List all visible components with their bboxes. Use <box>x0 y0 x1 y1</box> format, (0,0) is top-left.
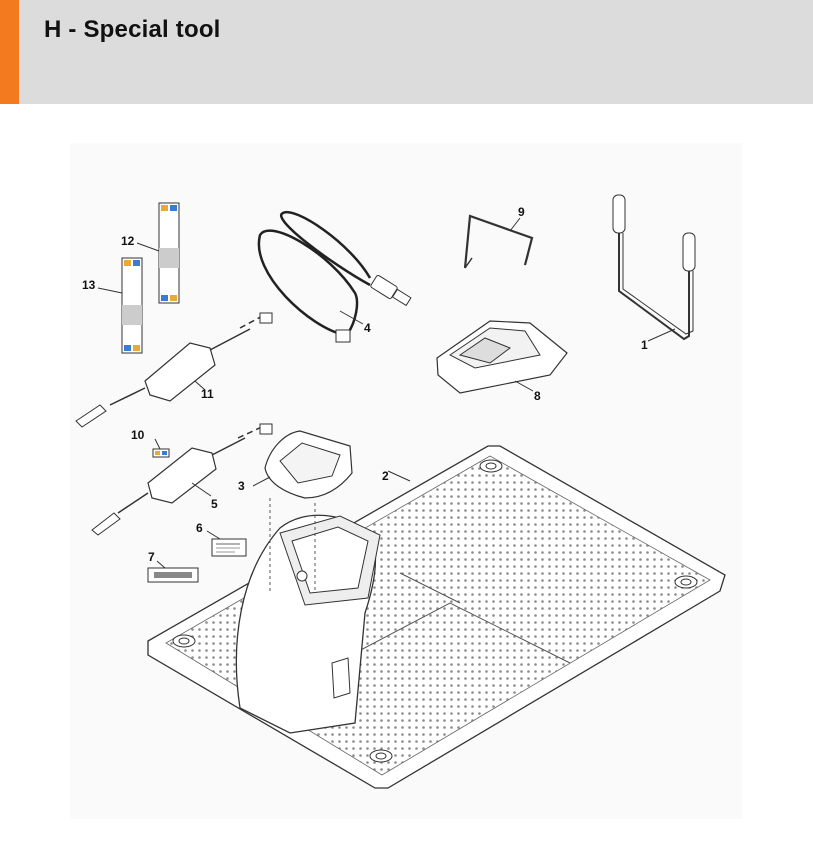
accent-bar <box>0 0 19 104</box>
label-7 <box>147 567 199 583</box>
callout-10: 10 <box>131 428 145 442</box>
warning-label-12 <box>158 202 180 304</box>
callout-3: 3 <box>238 479 245 493</box>
usb-cable <box>257 210 412 343</box>
callout-11: 11 <box>201 387 214 401</box>
callout-8: 8 <box>534 389 541 403</box>
callout-9: 9 <box>518 205 525 219</box>
parts-diagram: 1 2 3 4 5 6 7 8 9 10 11 12 13 <box>70 143 742 819</box>
bracket-part <box>463 214 534 269</box>
page-title: H - Special tool <box>44 16 221 43</box>
callout-2: 2 <box>382 469 389 483</box>
charging-station-housing <box>235 514 381 734</box>
base-plate <box>147 445 726 789</box>
handle-tool <box>612 194 696 341</box>
leader-lines <box>97 217 676 569</box>
warning-label-13 <box>121 257 143 354</box>
power-supply-upper <box>75 312 273 428</box>
callout-1: 1 <box>641 338 648 352</box>
callout-13: 13 <box>82 278 96 292</box>
parts-diagram-svg: 1 2 3 4 5 6 7 8 9 10 11 12 13 <box>75 194 726 789</box>
rating-plate-6 <box>211 538 247 557</box>
callout-4: 4 <box>364 321 371 335</box>
page-header: H - Special tool <box>0 0 813 104</box>
cover-part <box>264 430 353 593</box>
power-supply-lower <box>91 423 273 536</box>
warning-label-10 <box>152 448 170 458</box>
callout-7: 7 <box>148 550 155 564</box>
callout-6: 6 <box>196 521 203 535</box>
callout-5: 5 <box>211 497 218 511</box>
callout-12: 12 <box>121 234 135 248</box>
cover-cap <box>436 320 568 394</box>
